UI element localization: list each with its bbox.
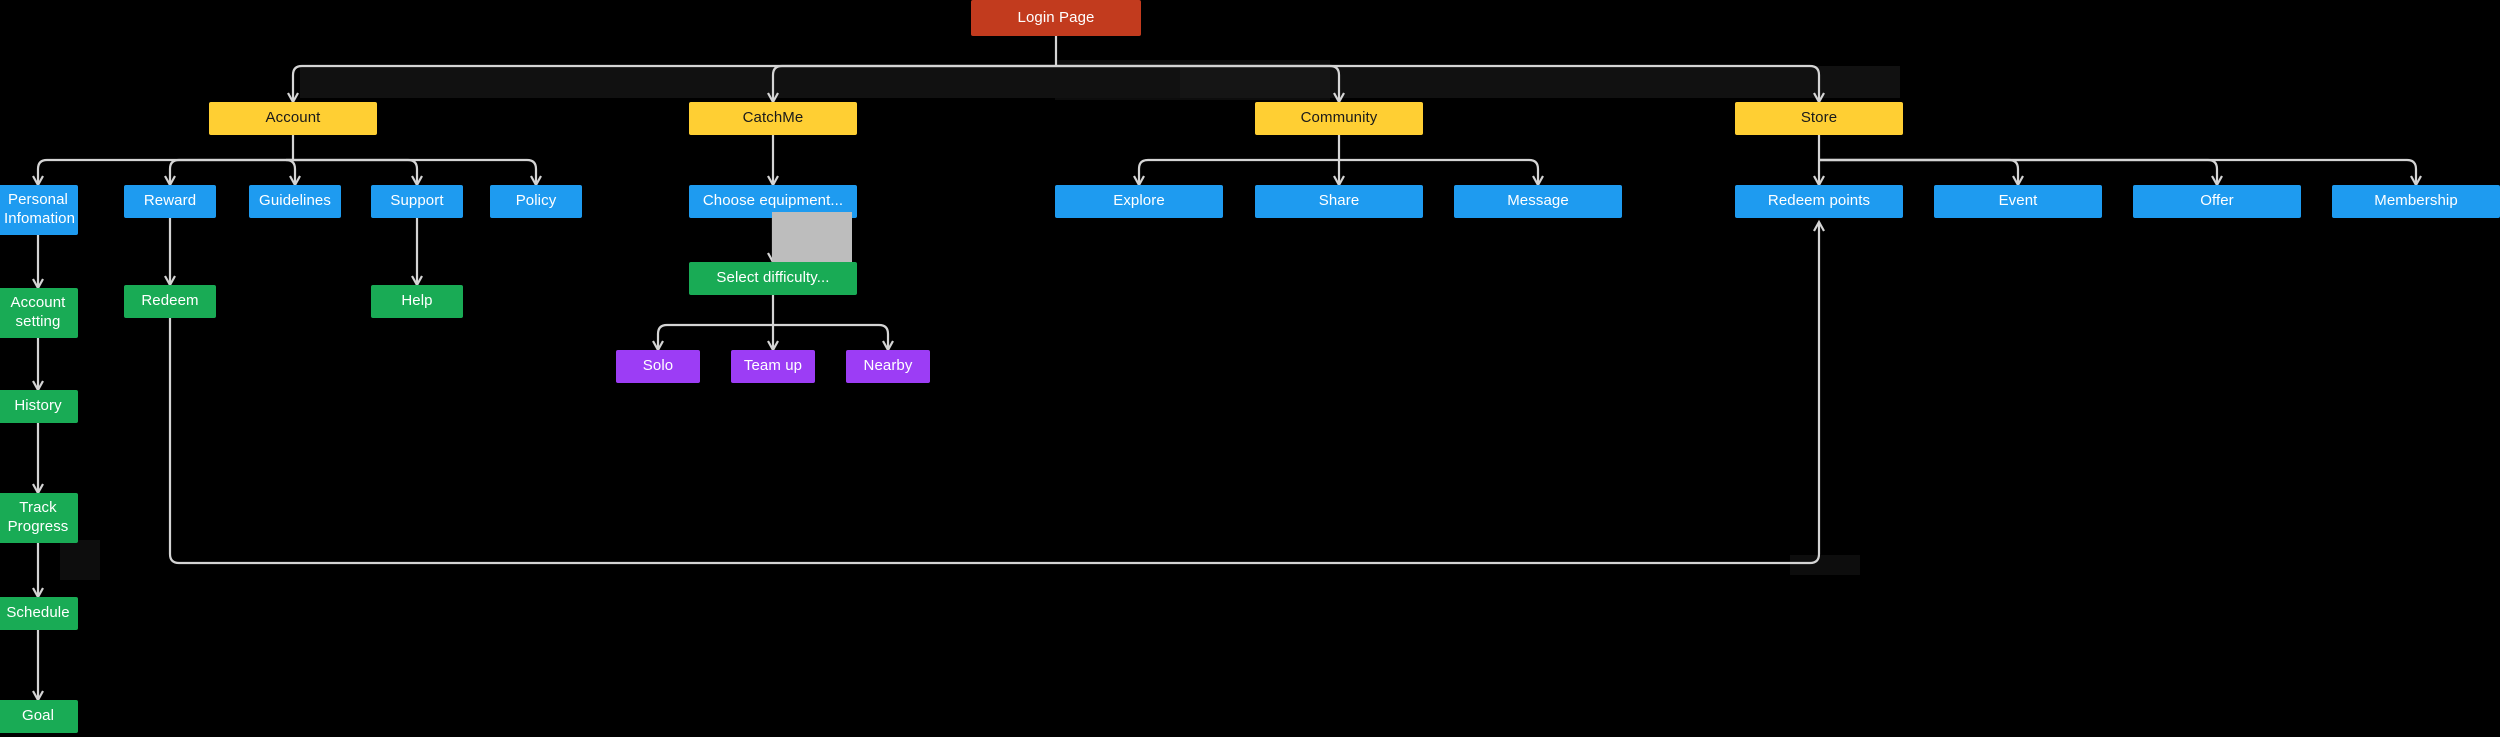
node-label: Reward [143,192,197,210]
edge-account-branch-1 [168,158,293,185]
node-label: Account [265,109,321,127]
node-support[interactable]: Support [371,185,463,218]
node-guidelines[interactable]: Guidelines [249,185,341,218]
node-policy[interactable]: Policy [490,185,582,218]
node-label: Redeem points [1767,192,1871,210]
edge-login-branch-0 [291,64,1056,102]
node-teamup[interactable]: Team up [731,350,815,383]
node-label: Guidelines [259,192,331,210]
node-reward[interactable]: Reward [124,185,216,218]
node-label: Message [1507,192,1569,210]
node-history[interactable]: History [0,390,78,423]
node-label: Solo [642,357,674,375]
node-message[interactable]: Message [1454,185,1622,218]
node-label: Help [401,292,433,310]
edge-login-branch-3 [1056,64,1821,102]
node-label: CatchMe [742,109,804,127]
edge-account-branch-0 [36,158,293,185]
node-label: Event [1998,192,2038,210]
node-label: Nearby [863,357,913,375]
edge-selectdiff-branch-0 [656,323,773,350]
node-personalinfo[interactable]: Personal Infomation [0,185,78,235]
node-label: Account setting [10,294,66,330]
node-label: Community [1300,109,1378,127]
node-goal[interactable]: Goal [0,700,78,733]
node-label: Membership [2374,192,2458,210]
node-label: Support [390,192,444,210]
edge-redeem-redeempoints-arrow [1813,219,1825,232]
edge-account-branch-3 [293,158,419,185]
node-label: Offer [2200,192,2234,210]
edge-account-branch-2 [285,158,297,185]
node-label: Personal Infomation [4,191,76,227]
edge-community-branch-2 [1339,158,1540,185]
node-membership[interactable]: Membership [2332,185,2500,218]
node-catchme[interactable]: CatchMe [689,102,857,135]
edge-login-branch-2 [1056,64,1341,102]
node-redeempoints[interactable]: Redeem points [1735,185,1903,218]
node-label: Select difficulty... [716,269,830,287]
node-community[interactable]: Community [1255,102,1423,135]
node-label: Track Progress [7,499,69,535]
node-offer[interactable]: Offer [2133,185,2301,218]
node-label: Redeem [141,292,199,310]
edge-account-branch-4 [293,158,538,185]
edge-store-branch-1 [1819,158,2020,185]
node-label: Login Page [1017,8,1095,26]
edge-community-branch-0 [1137,158,1339,185]
edge-store-branch-3 [1819,158,2418,185]
node-nearby[interactable]: Nearby [846,350,930,383]
node-label: Store [1800,109,1838,127]
node-login[interactable]: Login Page [971,0,1141,36]
node-help[interactable]: Help [371,285,463,318]
node-explore[interactable]: Explore [1055,185,1223,218]
node-share[interactable]: Share [1255,185,1423,218]
node-label: Policy [515,192,557,210]
node-solo[interactable]: Solo [616,350,700,383]
node-trackprogress[interactable]: Track Progress [0,493,78,543]
node-schedule[interactable]: Schedule [0,597,78,630]
node-account[interactable]: Account [209,102,377,135]
node-store[interactable]: Store [1735,102,1903,135]
node-selectdiff[interactable]: Select difficulty... [689,262,857,295]
node-placeholder [772,212,852,265]
node-event[interactable]: Event [1934,185,2102,218]
edge-redeem-redeempoints [168,222,1821,565]
edge-selectdiff-branch-2 [773,323,890,350]
node-label: Explore [1113,192,1165,210]
node-label: Goal [21,707,55,725]
node-label: Schedule [6,604,70,622]
node-label: Share [1318,192,1360,210]
node-redeem[interactable]: Redeem [124,285,216,318]
node-label: History [14,397,62,415]
node-accountsetting[interactable]: Account setting [0,288,78,338]
edge-login-branch-1 [771,64,1056,102]
node-label: Team up [743,357,803,375]
node-label: Choose equipment... [702,192,844,210]
